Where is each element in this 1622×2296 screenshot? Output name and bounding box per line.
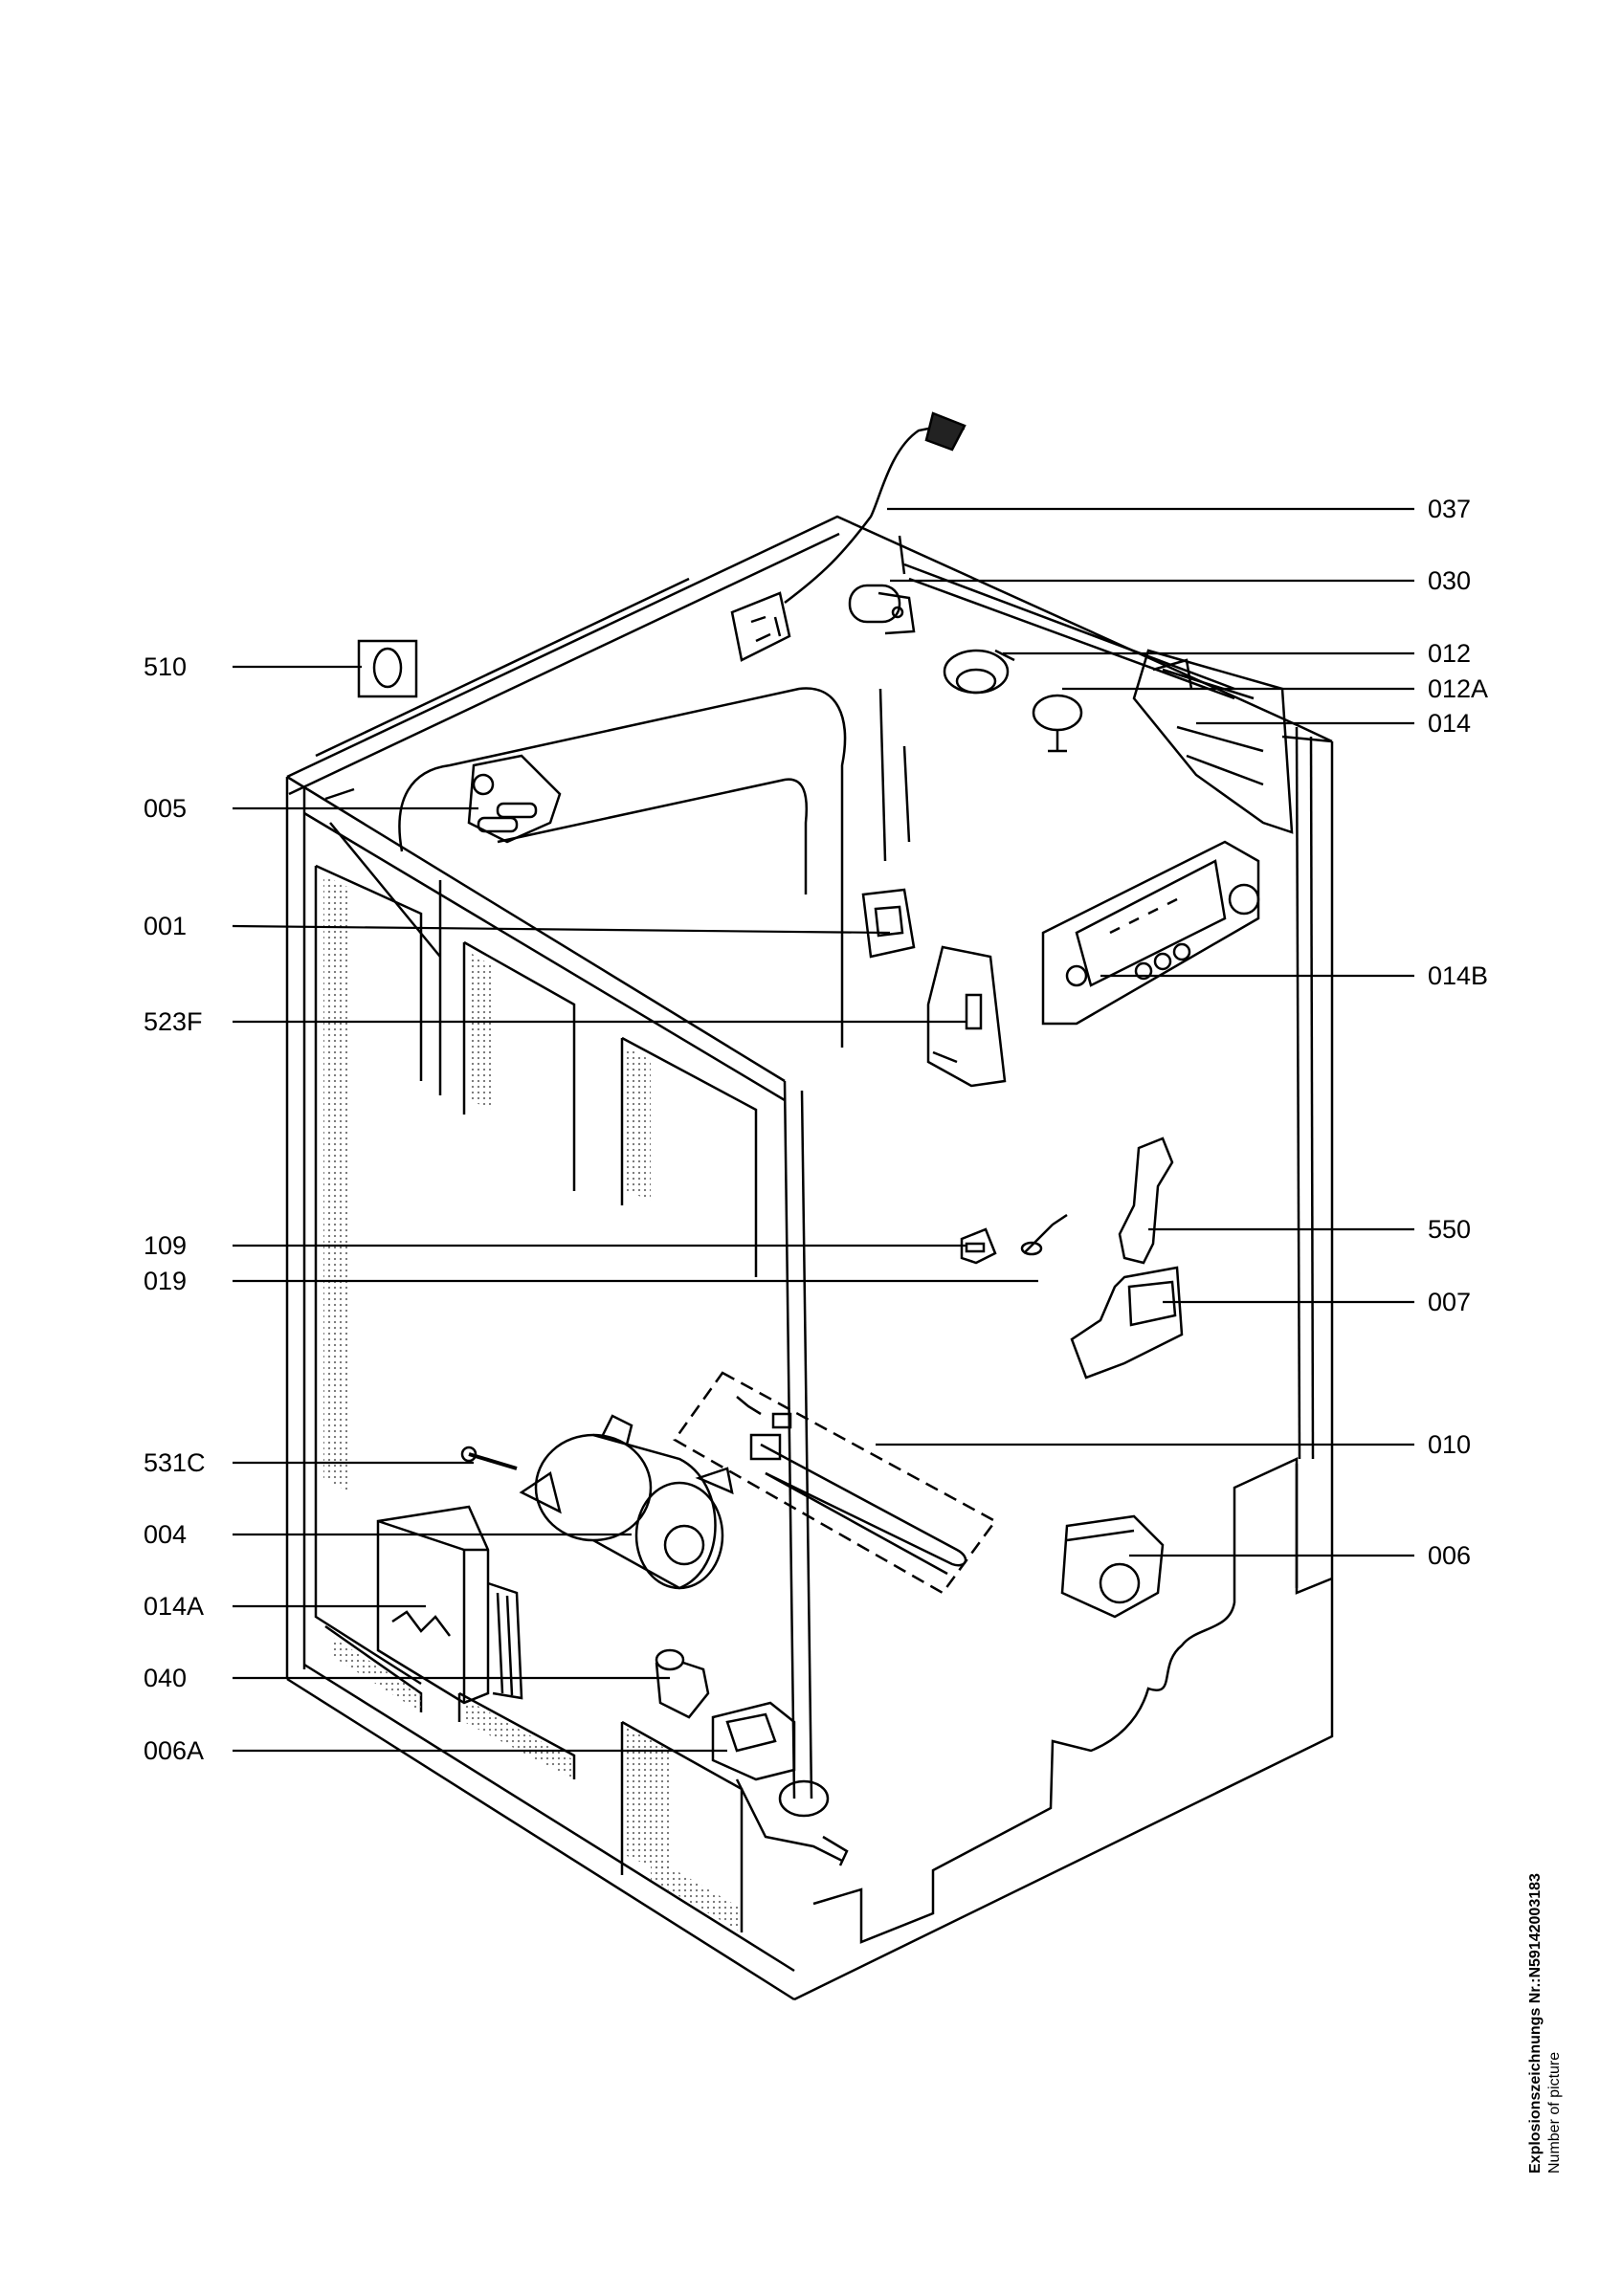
- part-014-board-bracket: [1132, 649, 1294, 834]
- label-523F: 523F: [144, 1007, 203, 1036]
- front-panels: [314, 864, 758, 1932]
- label-012A: 012A: [1428, 674, 1489, 703]
- part-012A-pressure-switch: [1032, 694, 1083, 753]
- part-531C-screw: [460, 1446, 518, 1470]
- label-109: 109: [144, 1231, 188, 1260]
- dotted-shading: [323, 875, 742, 1932]
- label-531C: 531C: [144, 1448, 206, 1477]
- part-030-capacitor: [848, 584, 916, 635]
- label-014A: 014A: [144, 1592, 205, 1621]
- label-037: 037: [1428, 495, 1472, 523]
- part-014A-module: [376, 1505, 523, 1705]
- label-007: 007: [1428, 1288, 1472, 1316]
- label-019: 019: [144, 1267, 188, 1295]
- part-006A-inlet-valve: [711, 1701, 849, 1866]
- drawing-number: Explosionszeichnungs Nr.:N59142003183: [1527, 1873, 1544, 2174]
- part-007-door-interlock: [1070, 1266, 1184, 1380]
- part-037-mains-cable: [784, 411, 967, 604]
- label-006: 006: [1428, 1541, 1472, 1570]
- part-006-pump: [1060, 1514, 1165, 1619]
- label-550: 550: [1428, 1215, 1472, 1244]
- part-523F-bracket: [926, 945, 1007, 1088]
- label-010: 010: [1428, 1430, 1472, 1459]
- part-005-bracket: [467, 754, 562, 844]
- drawing-number-caption: Explosionszeichnungs Nr.:N59142003183 Nu…: [1526, 1873, 1565, 2174]
- label-014B: 014B: [1428, 961, 1489, 990]
- part-040-sensor: [655, 1648, 710, 1719]
- part-001-switch: [861, 888, 916, 959]
- part-019-sensor: [1020, 1213, 1068, 1256]
- label-014: 014: [1428, 709, 1472, 738]
- label-005: 005: [144, 794, 188, 823]
- part-012-pressure-switch: [943, 649, 1015, 695]
- cabinet-frame: [285, 515, 1334, 2001]
- label-001: 001: [144, 912, 188, 940]
- part-510-grommet: [357, 639, 418, 698]
- leader-lines: [232, 507, 1414, 1753]
- number-of-picture-label: Number of picture: [1546, 2051, 1563, 2174]
- label-006A: 006A: [144, 1736, 205, 1765]
- label-030: 030: [1428, 566, 1472, 595]
- part-109-clip: [960, 1227, 997, 1265]
- label-510: 510: [144, 652, 188, 681]
- part-terminal-block: [730, 591, 791, 662]
- part-010-heater: [673, 1371, 997, 1595]
- part-004-motor: [519, 1414, 734, 1590]
- label-004: 004: [144, 1520, 188, 1549]
- label-012: 012: [1428, 639, 1472, 668]
- label-040: 040: [144, 1664, 188, 1692]
- part-550-lever: [1118, 1137, 1174, 1265]
- part-014B-control-panel: [1041, 840, 1260, 1026]
